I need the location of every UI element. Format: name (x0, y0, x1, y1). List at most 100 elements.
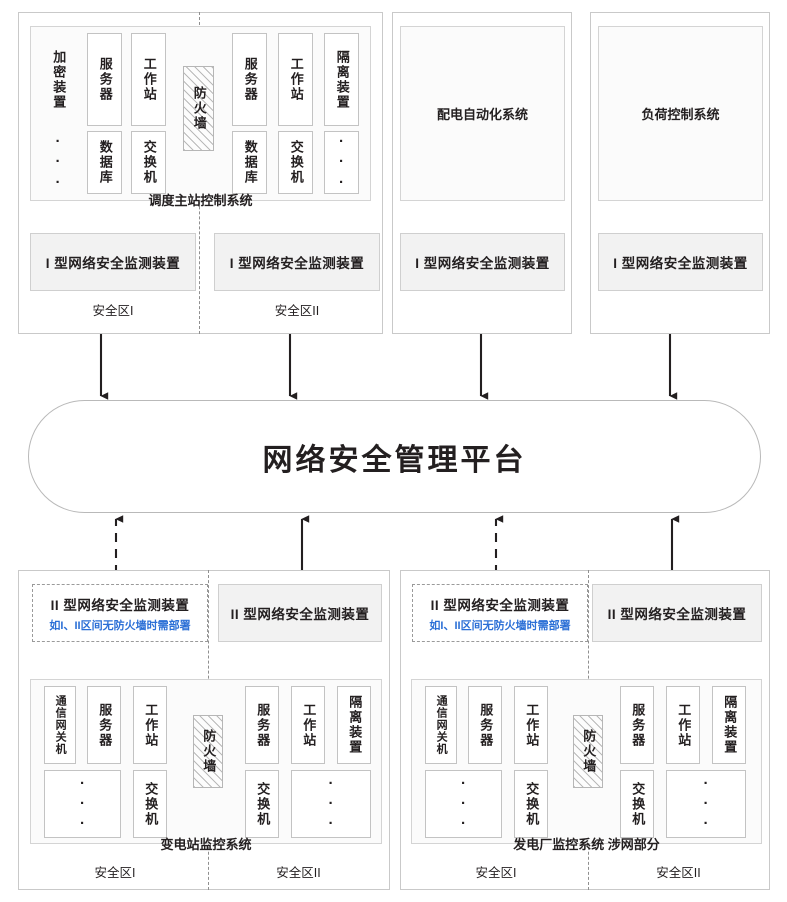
device-label: 交换机 (255, 781, 271, 827)
monitor-type1-dispatch-zone2: I 型网络安全监测装置 (214, 233, 380, 291)
device-switch-sub-z2: 交换机 (245, 770, 279, 838)
distribution-system-box: 配电自动化系统 (400, 26, 565, 201)
device-label: 通信网关机 (435, 695, 448, 755)
device-dots-pp-z2: ··· (666, 770, 746, 838)
caption-dispatch-system: 调度主站控制系统 (148, 193, 253, 208)
device-dots-zone1: ··· (41, 131, 75, 194)
zone-label-dispatch-zone1: 安全区I (92, 304, 134, 318)
device-server-z1: 服务器 (87, 33, 122, 126)
device-dots-sub-z1: ··· (44, 770, 121, 838)
monitor-type1-dispatch-zone1: I 型网络安全监测装置 (30, 233, 196, 291)
dots-glyph: ··· (461, 774, 466, 833)
device-isolation-pp-z2: 隔离装置 (712, 686, 746, 764)
device-encryption-device: 加密装置 (41, 33, 75, 126)
device-label: 数据库 (97, 140, 113, 185)
device-label: 工作站 (301, 702, 317, 748)
device-database-z2: 数据库 (232, 131, 267, 194)
device-label: 服务器 (478, 702, 494, 748)
distribution-system-label: 配电自动化系统 (436, 107, 528, 122)
device-workstation-pp-z1: 工作站 (514, 686, 548, 764)
device-label: 隔离装置 (347, 695, 363, 755)
caption-substation-system: 变电站监控系统 (160, 837, 252, 852)
device-label: 服务器 (255, 702, 271, 748)
device-label: 隔离装置 (334, 49, 350, 110)
device-server-z2: 服务器 (232, 33, 267, 126)
monitor-label: I 型网络安全监测装置 (45, 256, 181, 271)
device-label: 工作站 (524, 702, 540, 748)
firewall-powerplant: 防火墙 (573, 715, 603, 788)
dots-glyph: ··· (55, 133, 61, 191)
device-label: 隔离装置 (722, 695, 738, 755)
device-switch-pp-z2: 交换机 (620, 770, 654, 838)
monitor-label: II 型网络安全监测装置 (430, 597, 570, 613)
device-label: 交换机 (630, 781, 646, 827)
zone-label-substation-zone1: 安全区I (94, 866, 136, 880)
device-isolation-device-z2: 隔离装置 (324, 33, 359, 126)
firewall-label: 防火墙 (191, 86, 207, 131)
device-switch-z2: 交换机 (278, 131, 313, 194)
caption-powerplant-system: 发电厂监控系统 涉网部分 (513, 837, 660, 852)
device-server-sub-z1: 服务器 (87, 686, 121, 764)
device-workstation-sub-z2: 工作站 (291, 686, 325, 764)
monitor-label: II 型网络安全监测装置 (607, 607, 747, 622)
device-comm-gateway-sub: 通信网关机 (44, 686, 76, 764)
monitor-label: I 型网络安全监测装置 (229, 256, 365, 271)
firewall-label: 防火墙 (581, 729, 597, 774)
platform-title: 网络安全管理平台 (262, 443, 527, 477)
device-label: 服务器 (97, 702, 113, 748)
device-database-z1: 数据库 (87, 131, 122, 194)
zone-label-powerplant-zone2: 安全区II (656, 866, 701, 880)
device-server-pp-z2: 服务器 (620, 686, 654, 764)
device-server-sub-z2: 服务器 (245, 686, 279, 764)
central-platform: 网络安全管理平台 (28, 400, 761, 513)
device-label: 交换机 (143, 781, 159, 827)
device-label: 服务器 (97, 57, 113, 102)
zone-label-powerplant-zone1: 安全区I (475, 866, 517, 880)
device-workstation-z1: 工作站 (131, 33, 166, 126)
device-label: 交换机 (141, 140, 157, 185)
dots-glyph: ··· (339, 133, 344, 191)
device-label: 通信网关机 (54, 695, 67, 755)
device-label: 工作站 (288, 57, 304, 102)
device-label: 数据库 (242, 140, 258, 185)
monitor-type2-powerplant-zone2: II 型网络安全监测装置 (592, 584, 762, 642)
zone-label-dispatch-zone2: 安全区II (274, 304, 320, 318)
monitor-label: I 型网络安全监测装置 (613, 256, 748, 271)
monitor-type1-load-control: I 型网络安全监测装置 (598, 233, 763, 291)
load-control-system-box: 负荷控制系统 (598, 26, 763, 201)
device-label: 加密装置 (51, 49, 67, 110)
device-label: 交换机 (288, 140, 304, 185)
firewall-label: 防火墙 (201, 729, 217, 774)
load-control-system-label: 负荷控制系统 (641, 107, 720, 122)
device-dots-zone2: ··· (324, 131, 359, 194)
zone-label-substation-zone2: 安全区II (276, 866, 321, 880)
monitor-label: II 型网络安全监测装置 (50, 597, 190, 613)
device-label: 工作站 (676, 702, 692, 748)
monitor-type2-substation-zone2: II 型网络安全监测装置 (218, 584, 382, 642)
device-label: 服务器 (630, 702, 646, 748)
monitor-type2-substation-zone1: II 型网络安全监测装置 如I、II区间无防火墙时需部署 (32, 584, 208, 642)
monitor-type1-distribution: I 型网络安全监测装置 (400, 233, 565, 291)
device-label: 工作站 (143, 702, 159, 748)
monitor-deploy-note: 如I、II区间无防火墙时需部署 (49, 619, 191, 632)
monitor-label: I 型网络安全监测装置 (415, 256, 550, 271)
device-workstation-z2: 工作站 (278, 33, 313, 126)
monitor-deploy-note: 如I、II区间无防火墙时需部署 (429, 619, 571, 632)
firewall-substation: 防火墙 (193, 715, 223, 788)
dots-glyph: ··· (80, 774, 85, 833)
device-server-pp-z1: 服务器 (468, 686, 502, 764)
monitor-type2-powerplant-zone1: II 型网络安全监测装置 如I、II区间无防火墙时需部署 (412, 584, 588, 642)
device-comm-gateway-pp: 通信网关机 (425, 686, 457, 764)
device-switch-z1: 交换机 (131, 131, 166, 194)
device-workstation-pp-z2: 工作站 (666, 686, 700, 764)
monitor-label: II 型网络安全监测装置 (230, 607, 370, 622)
device-dots-pp-z1: ··· (425, 770, 502, 838)
device-isolation-sub-z2: 隔离装置 (337, 686, 371, 764)
dots-glyph: ··· (328, 774, 334, 833)
device-label: 工作站 (141, 57, 157, 102)
device-switch-sub-z1: 交换机 (133, 770, 167, 838)
dots-glyph: ··· (703, 774, 709, 833)
firewall-dispatch: 防火墙 (183, 66, 214, 151)
device-dots-sub-z2: ··· (291, 770, 371, 838)
